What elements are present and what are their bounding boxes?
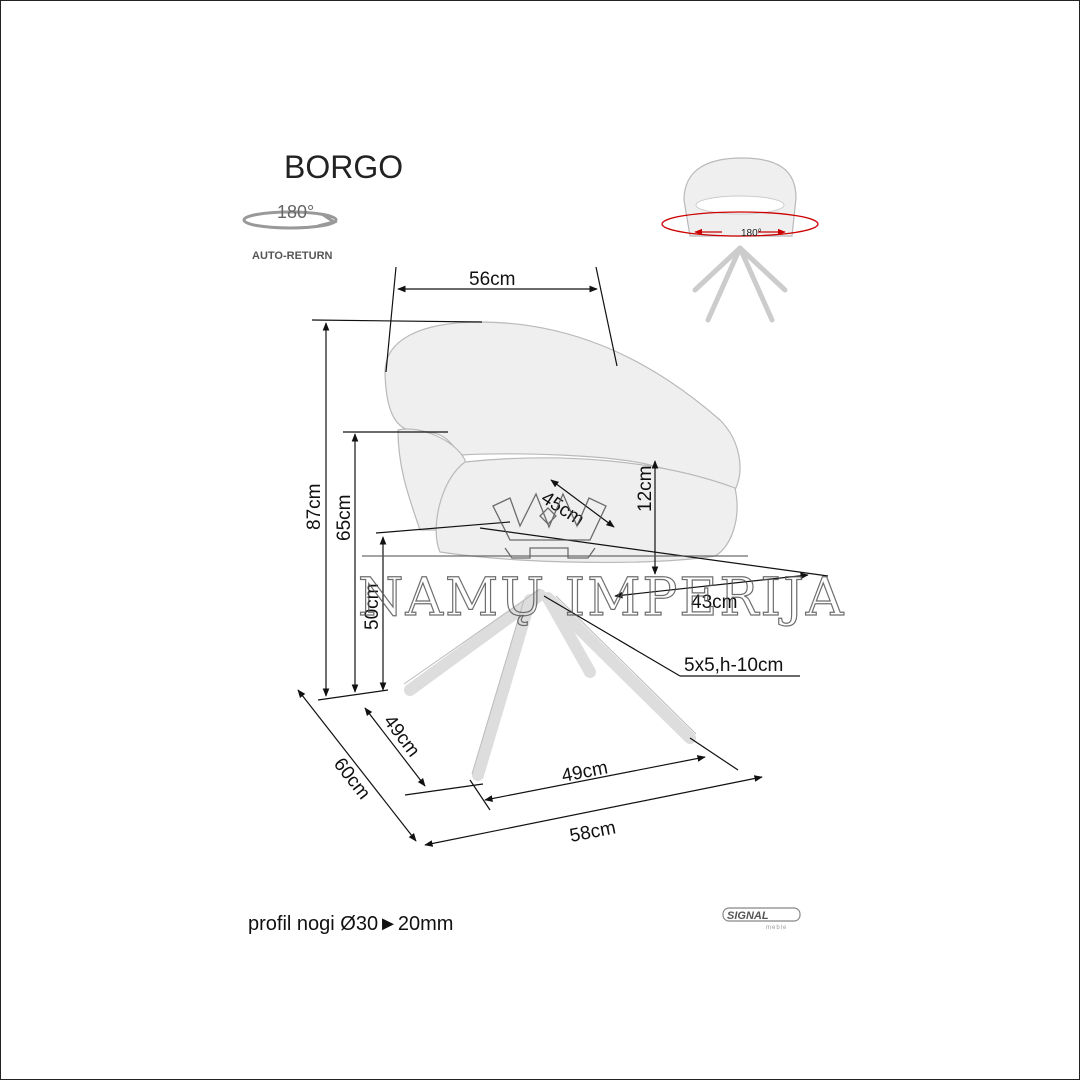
preview-chair: 180° [661,157,819,323]
crown-logo-icon [492,492,607,559]
signal-brand-logo: SIGNAL meble [722,907,801,931]
dim-label-width-top: 56cm [469,269,515,290]
rotation-degree-label: 180° [277,202,314,222]
preview-rotation-label: 180° [741,228,762,239]
leg-profile-note: profil nogi Ø30►20mm [248,913,453,935]
rotation-180-icon: 180° [242,202,338,230]
dim-label-armrest-above-seat: 12cm [635,466,656,512]
dim-label-height-total: 87cm [304,484,325,530]
dim-label-leg-profile-box: 5x5,h-10cm [684,655,783,676]
dim-label-height-armrest: 65cm [334,495,355,541]
brand-sub: meble [766,925,787,931]
watermark: NAMŲ IMPERIJA [357,492,845,629]
brand-name: SIGNAL [727,910,769,922]
dim-label-height-seat: 50cm [362,584,383,630]
dim-label-width-total: 58cm [568,817,618,846]
rotation-arrow-icon [661,211,819,237]
auto-return-label: AUTO-RETURN [252,250,333,262]
dim-label-width-inner: 49cm [560,757,610,786]
watermark-text: NAMŲ IMPERIJA [358,568,845,628]
dim-label-seat-width: 43cm [691,592,737,613]
dimension-lines [297,266,829,847]
product-title: BORGO [284,149,403,185]
dim-label-depth-inner: 49cm [379,711,424,761]
